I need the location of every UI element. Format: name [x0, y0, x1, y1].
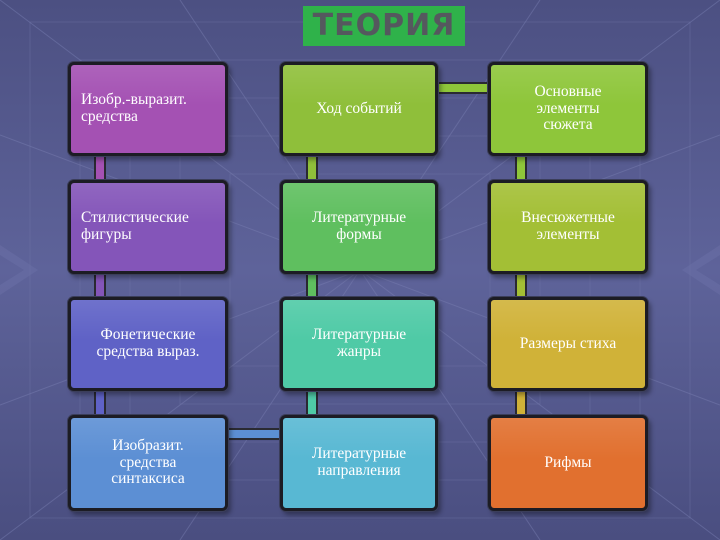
card-label: Размеры стиха: [519, 334, 617, 352]
card-label: Стилистические фигуры: [81, 209, 189, 243]
card-izobr-vyrazit-sredstva[interactable]: Изобр.-выразит. средства: [68, 62, 228, 156]
card-label: Внесюжетные элементы: [521, 209, 615, 243]
title-box: ТЕОРИЯ: [303, 6, 465, 46]
card-foneticheskie-sredstva[interactable]: Фонетические средства выраз.: [68, 297, 228, 391]
card-label: Фонетические средства выраз.: [96, 326, 200, 360]
connector-h-row1: [436, 82, 490, 94]
card-label: Ход событий: [316, 99, 402, 117]
connector-v-col2-a: [306, 153, 318, 183]
card-vnesyuzhetnye-elementy[interactable]: Внесюжетные элементы: [488, 180, 648, 274]
page-title: ТЕОРИЯ: [312, 8, 456, 43]
connector-v-col3-a: [515, 153, 527, 183]
card-osnovnye-elementy-syuzheta[interactable]: Основные элементы сюжета: [488, 62, 648, 156]
card-izobrazit-sredstva-sintaksisa[interactable]: Изобразит. средства синтаксиса: [68, 415, 228, 511]
card-literaturnye-zhanry[interactable]: Литературные жанры: [280, 297, 438, 391]
card-stilisticheskie-figury[interactable]: Стилистические фигуры: [68, 180, 228, 274]
card-literaturnye-formy[interactable]: Литературные формы: [280, 180, 438, 274]
card-label: Литературные жанры: [311, 326, 407, 360]
card-literaturnye-napravleniya[interactable]: Литературные направления: [280, 415, 438, 511]
connector-v-col1-a: [94, 153, 106, 183]
card-label: Изобразит. средства синтаксиса: [111, 436, 185, 488]
card-rifmy[interactable]: Рифмы: [488, 415, 648, 511]
card-label: Рифмы: [544, 453, 592, 471]
card-hod-sobytiy[interactable]: Ход событий: [280, 62, 438, 156]
card-label: Литературные направления: [311, 445, 407, 479]
card-label: Литературные формы: [311, 209, 407, 243]
card-label: Изобр.-выразит. средства: [81, 91, 187, 125]
connector-h-row4: [225, 428, 283, 440]
card-label: Основные элементы сюжета: [534, 82, 602, 134]
card-razmery-stiha[interactable]: Размеры стиха: [488, 297, 648, 391]
